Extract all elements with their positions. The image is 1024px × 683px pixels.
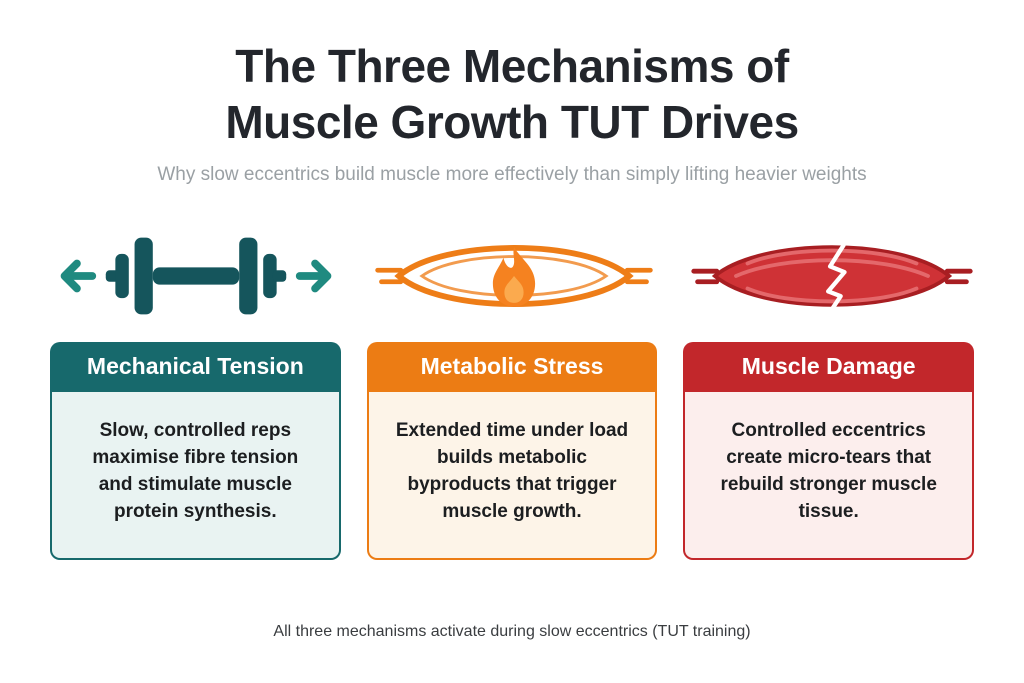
cards-row: Mechanical Tension Slow, controlled reps…: [0, 342, 1024, 561]
muscle-outline-inner: [419, 255, 609, 298]
title-line-2: Muscle Growth TUT Drives: [225, 96, 799, 149]
card-header: Metabolic Stress: [366, 342, 658, 393]
icons-row: [0, 228, 1024, 324]
card-muscle-damage: Muscle Damage Controlled eccentrics crea…: [683, 342, 975, 561]
card-body: Controlled eccentrics create micro-tears…: [683, 392, 975, 561]
title-line-1: The Three Mechanisms of: [235, 40, 789, 92]
card-title: Mechanical Tension: [86, 353, 304, 380]
card-header: Mechanical Tension: [50, 342, 341, 393]
card-mechanical-tension: Mechanical Tension Slow, controlled reps…: [50, 342, 341, 561]
muscle-flame-icon: [368, 228, 660, 324]
right-arrow-icon: [295, 259, 332, 293]
card-body: Extended time under load builds metaboli…: [366, 392, 658, 561]
card-text: Controlled eccentrics create micro-tears…: [720, 420, 937, 523]
torn-muscle-icon: [686, 228, 978, 324]
card-metabolic-stress: Metabolic Stress Extended time under loa…: [366, 342, 658, 561]
card-body: Slow, controlled reps maximise fibre ten…: [50, 392, 341, 561]
flame-inner: [504, 276, 524, 304]
tendon-lines: [691, 269, 973, 285]
page-title: The Three Mechanisms of Muscle Growth TU…: [0, 38, 1024, 150]
card-title: Metabolic Stress: [420, 353, 604, 380]
tendon-lines: [375, 268, 653, 285]
card-header: Muscle Damage: [683, 342, 975, 393]
muscle-body: [711, 245, 953, 307]
dumbbell-arrows-icon: [50, 228, 342, 324]
dumbbell-shape: [105, 237, 287, 315]
footer-caption: All three mechanisms activate during slo…: [273, 623, 751, 640]
card-title: Muscle Damage: [741, 353, 916, 380]
left-arrow-icon: [60, 259, 97, 293]
card-text: Extended time under load builds metaboli…: [395, 420, 629, 523]
card-text: Slow, controlled reps maximise fibre ten…: [92, 420, 299, 523]
micro-tear-crack: [826, 243, 847, 313]
page-subtitle: Why slow eccentrics build muscle more ef…: [157, 164, 867, 186]
